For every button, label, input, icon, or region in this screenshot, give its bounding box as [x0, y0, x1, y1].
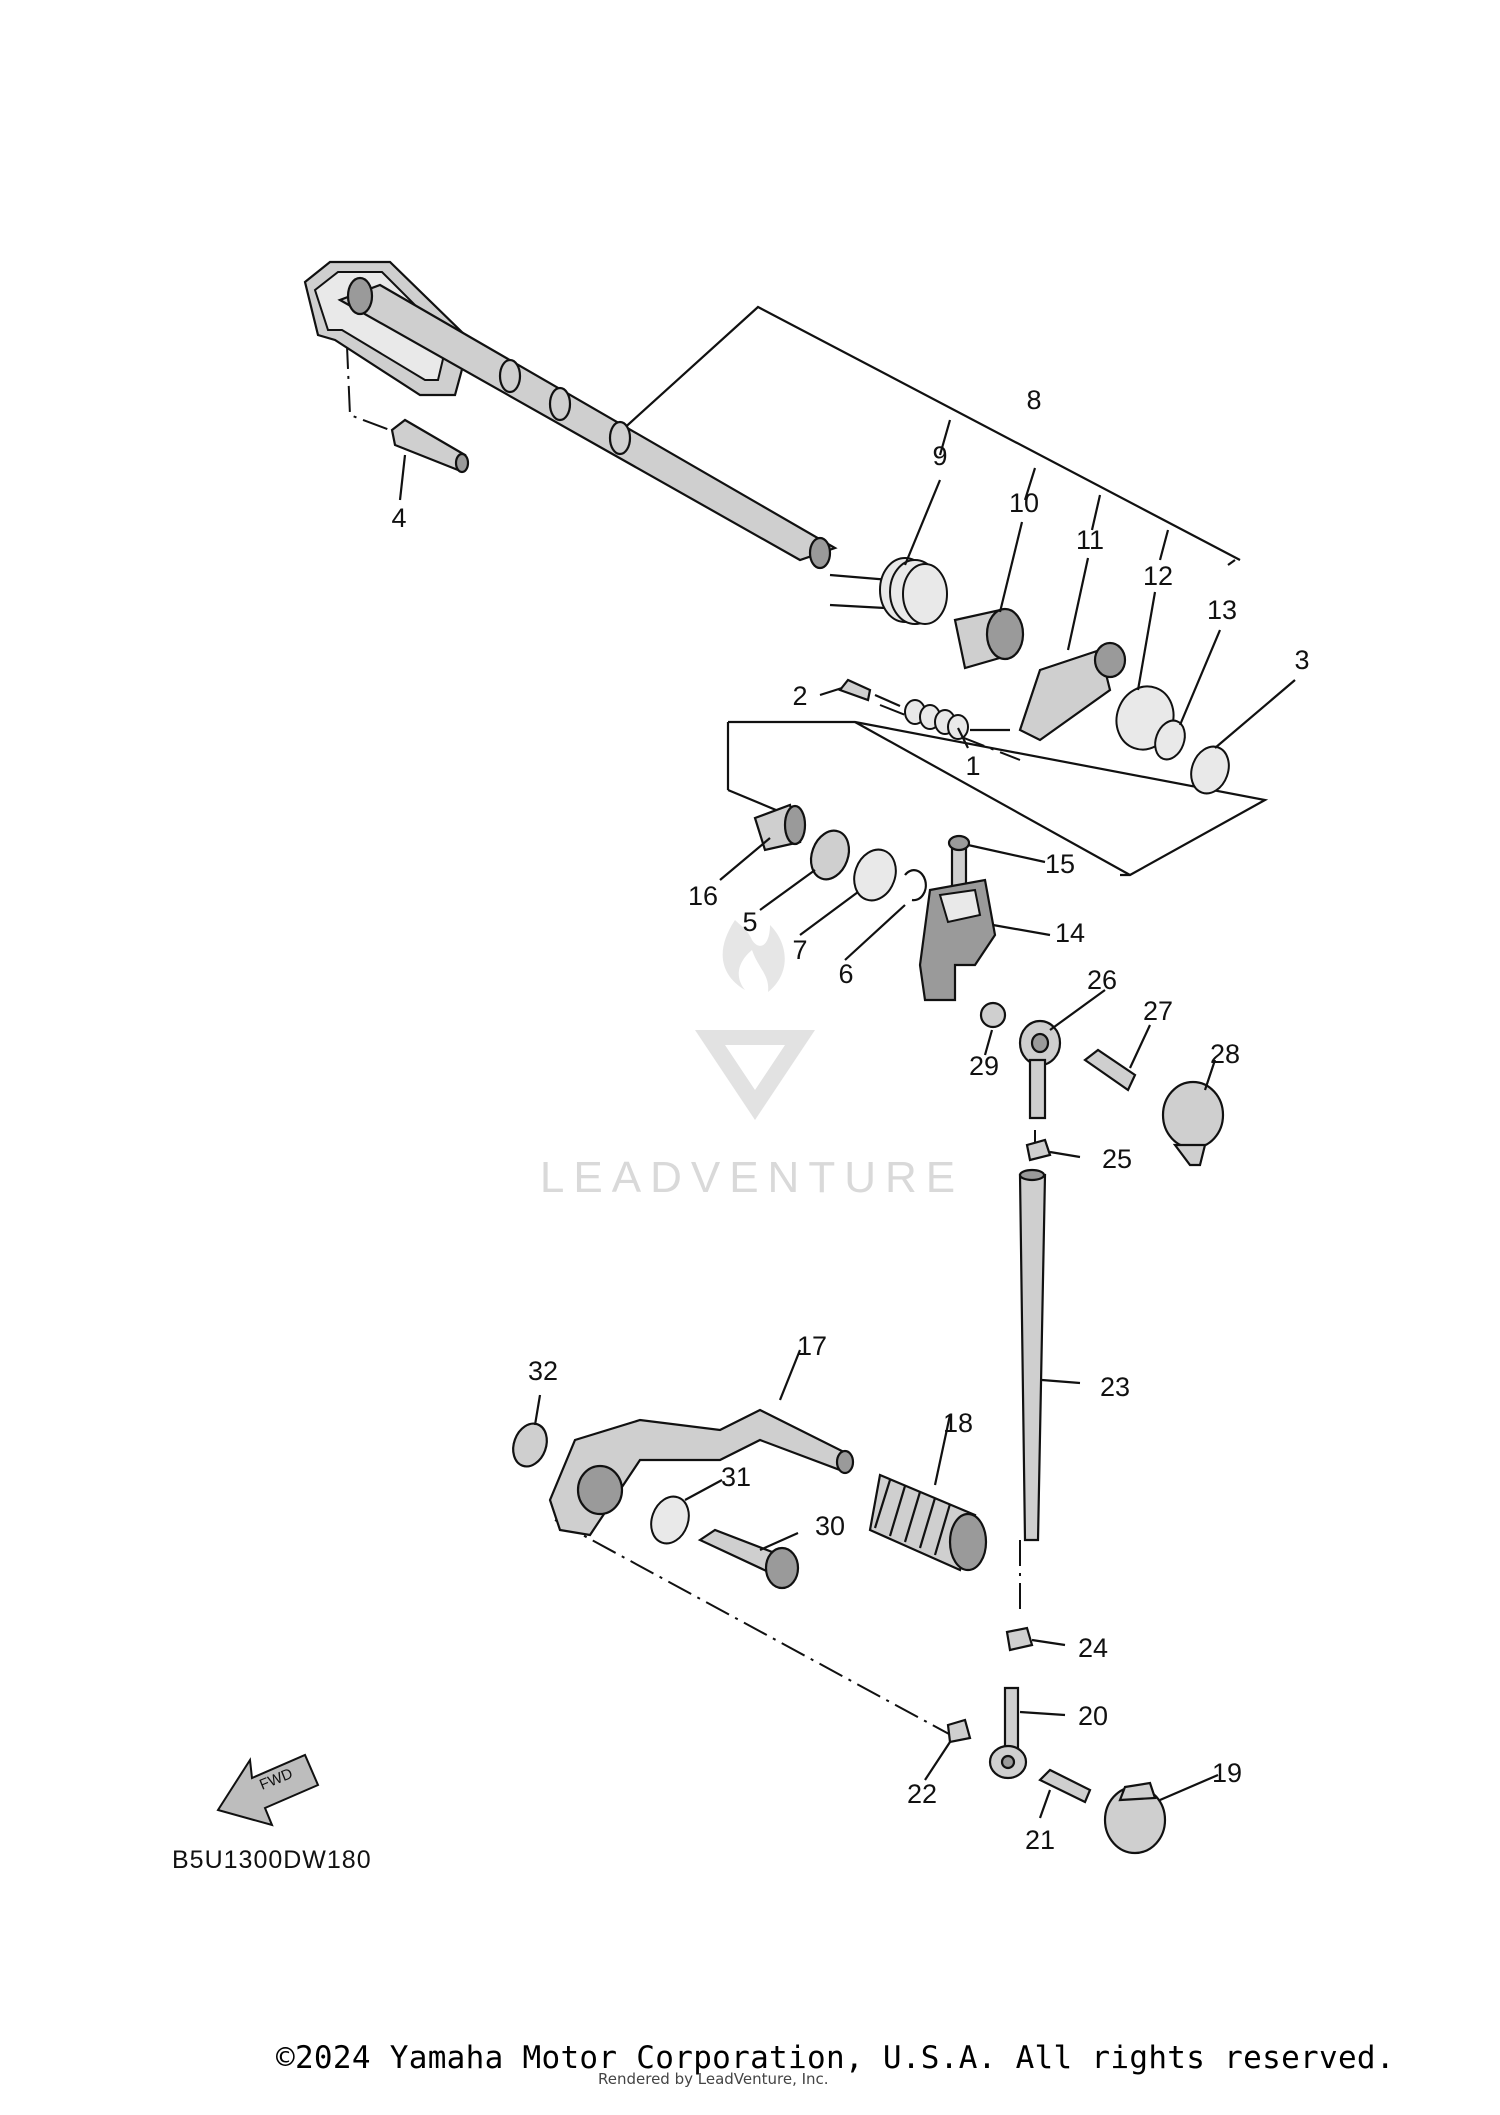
part-2-bolt — [838, 678, 872, 702]
part-1-spring — [874, 693, 1010, 740]
callout-11: 11 — [1076, 525, 1104, 555]
leader-lines — [398, 454, 1296, 1819]
part-32-washer — [512, 1422, 548, 1468]
part-17-shift-pedal — [548, 1408, 855, 1537]
callout-27: 27 — [1143, 996, 1173, 1026]
callout-7: 7 — [792, 935, 807, 965]
callout-28: 28 — [1210, 1039, 1240, 1069]
part-6-clip — [904, 869, 927, 902]
diagram-code: B5U1300DW180 — [172, 1846, 372, 1874]
callout-21: 21 — [1025, 1825, 1055, 1855]
part-26-rod-end — [1018, 1019, 1062, 1120]
part-30-pivot-bolt — [697, 1528, 800, 1590]
callout-32: 32 — [528, 1356, 558, 1386]
part-11-arm — [1018, 641, 1127, 742]
copyright-notice: ©2024 Yamaha Motor Corporation, U.S.A. A… — [276, 2040, 1395, 2076]
rendered-by-notice: Rendered by LeadVenture, Inc. — [598, 2070, 829, 2088]
shift-shaft-assembly — [303, 260, 838, 570]
callout-12: 12 — [1143, 561, 1173, 591]
callout-8: 8 — [1026, 385, 1041, 415]
callout-31: 31 — [721, 1462, 751, 1492]
callout-14: 14 — [1055, 918, 1085, 948]
part-4-pin — [390, 418, 470, 474]
part-5-seal — [809, 829, 851, 881]
part-20-rod-end — [988, 1686, 1028, 1780]
callout-20: 20 — [1078, 1701, 1108, 1731]
part-23-shift-rod — [1018, 1168, 1047, 1542]
callout-22: 22 — [907, 1779, 937, 1809]
callout-30: 30 — [815, 1511, 845, 1541]
part-31-o-ring — [650, 1495, 690, 1545]
callout-19: 19 — [1212, 1758, 1242, 1788]
part-9-spring — [829, 557, 948, 625]
callout-17: 17 — [797, 1331, 827, 1361]
callout-5: 5 — [742, 907, 757, 937]
part-21-bolt — [1038, 1768, 1092, 1804]
callout-16: 16 — [688, 881, 718, 911]
callout-4: 4 — [391, 503, 406, 533]
leadventure-watermark: LEADVENTURE — [540, 920, 964, 1202]
callout-29: 29 — [969, 1051, 999, 1081]
callout-3: 3 — [1294, 645, 1309, 675]
callout-15: 15 — [1045, 849, 1075, 879]
fwd-arrow-icon: FWD — [216, 1753, 320, 1827]
part-14-lever — [918, 878, 997, 1002]
part-7-washer — [853, 848, 897, 902]
callout-10: 10 — [1009, 488, 1039, 518]
callout-25: 25 — [1102, 1144, 1132, 1174]
part-10-collar — [953, 607, 1025, 670]
part-18-pedal-rubber — [868, 1473, 988, 1572]
part-27-bolt — [1083, 1048, 1137, 1092]
part-28-boot — [1161, 1080, 1225, 1167]
part-19-boot — [1103, 1781, 1167, 1855]
part-22-nut — [946, 1718, 972, 1744]
callout-6: 6 — [838, 959, 853, 989]
watermark-text: LEADVENTURE — [540, 1153, 964, 1202]
part-29-nut — [979, 1001, 1007, 1029]
callout-26: 26 — [1087, 965, 1117, 995]
part-25-nut — [1025, 1138, 1052, 1162]
callout-23: 23 — [1100, 1372, 1130, 1402]
callout-13: 13 — [1207, 595, 1237, 625]
part-13-circlip — [1154, 719, 1186, 761]
callout-18: 18 — [943, 1408, 973, 1438]
callout-24: 24 — [1078, 1633, 1108, 1663]
callout-labels: 4 8 9 10 11 12 13 3 2 1 15 14 16 5 7 6 2… — [391, 385, 1309, 1855]
callout-2: 2 — [792, 681, 807, 711]
part-16-bearing — [753, 803, 807, 852]
callout-1: 1 — [965, 751, 980, 781]
callout-9: 9 — [932, 441, 947, 471]
group-brackets — [619, 305, 1269, 877]
part-3-washer — [1190, 745, 1230, 795]
part-24-nut — [1005, 1626, 1034, 1652]
